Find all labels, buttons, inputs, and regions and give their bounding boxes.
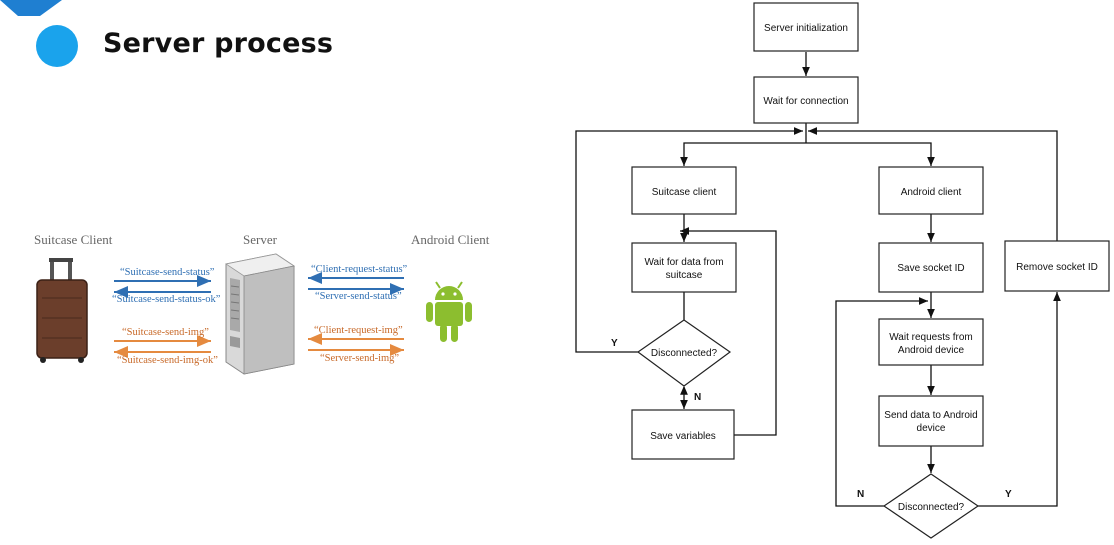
text-send-data-line1: Send data to Android: [884, 410, 977, 421]
android-robot-icon: [426, 281, 472, 342]
label-yes-right: Y: [1005, 489, 1012, 500]
box-wait-requests: [878, 318, 984, 366]
text-wait-data-line2: suitcase: [666, 270, 703, 281]
text-suitcase-client: Suitcase client: [652, 187, 717, 198]
android-client-label: Android Client: [411, 232, 490, 247]
msg-suitcase-send-status: “Suitcase-send-status”: [120, 267, 215, 278]
box-wait-for-data: [631, 242, 737, 293]
title-bullet-icon: [36, 25, 78, 67]
text-remove-socket-id: Remove socket ID: [1016, 262, 1098, 273]
text-android-client: Android client: [901, 187, 962, 198]
box-suitcase-client: [631, 166, 737, 215]
text-disconnected-right: Disconnected?: [898, 502, 965, 513]
text-save-socket-id: Save socket ID: [897, 263, 964, 274]
diamond-disconnected-right: [882, 473, 980, 539]
msg-suitcase-send-status-ok: “Suitcase-send-status-ok”: [112, 294, 221, 305]
text-disconnected-left: Disconnected?: [651, 348, 718, 359]
box-server-initialization: [753, 2, 859, 52]
diamond-disconnected-left: [636, 319, 732, 387]
text-server-initialization: Server initialization: [764, 23, 848, 34]
label-yes-left: Y: [611, 338, 618, 349]
text-wait-data-line1: Wait for data from: [644, 257, 723, 268]
box-wait-for-connection: [753, 76, 859, 124]
msg-suitcase-send-img: “Suitcase-send-img”: [122, 327, 209, 338]
text-wait-requests-line1: Wait requests from: [889, 332, 973, 343]
corner-accent-shape: [0, 0, 62, 16]
page-title: Server process: [103, 28, 334, 59]
box-save-socket-id: [878, 242, 984, 293]
msg-server-send-img: “Server-send-img”: [320, 353, 400, 364]
msg-suitcase-send-img-ok: “Suitcase-send-img-ok”: [117, 355, 218, 366]
box-send-data: [878, 395, 984, 447]
msg-client-request-status: “Client-request-status”: [311, 264, 408, 275]
server-tower-icon: [224, 253, 296, 375]
flowchart-connectors: [575, 52, 1061, 507]
box-save-variables: [631, 409, 735, 460]
text-wait-requests-line2: Android device: [898, 345, 965, 356]
msg-client-request-img: “Client-request-img”: [314, 325, 403, 336]
box-remove-socket-id: [1004, 240, 1110, 292]
suitcase-client-label: Suitcase Client: [34, 232, 113, 247]
text-save-variables: Save variables: [650, 431, 716, 442]
text-wait-for-connection: Wait for connection: [763, 96, 848, 107]
suitcase-icon: [36, 258, 88, 363]
server-label: Server: [243, 232, 277, 247]
label-no-left: N: [694, 392, 701, 403]
text-send-data-line2: device: [917, 423, 946, 434]
msg-server-send-status: “Server-send-status”: [315, 291, 402, 302]
box-android-client: [878, 166, 984, 215]
label-no-right: N: [857, 489, 864, 500]
